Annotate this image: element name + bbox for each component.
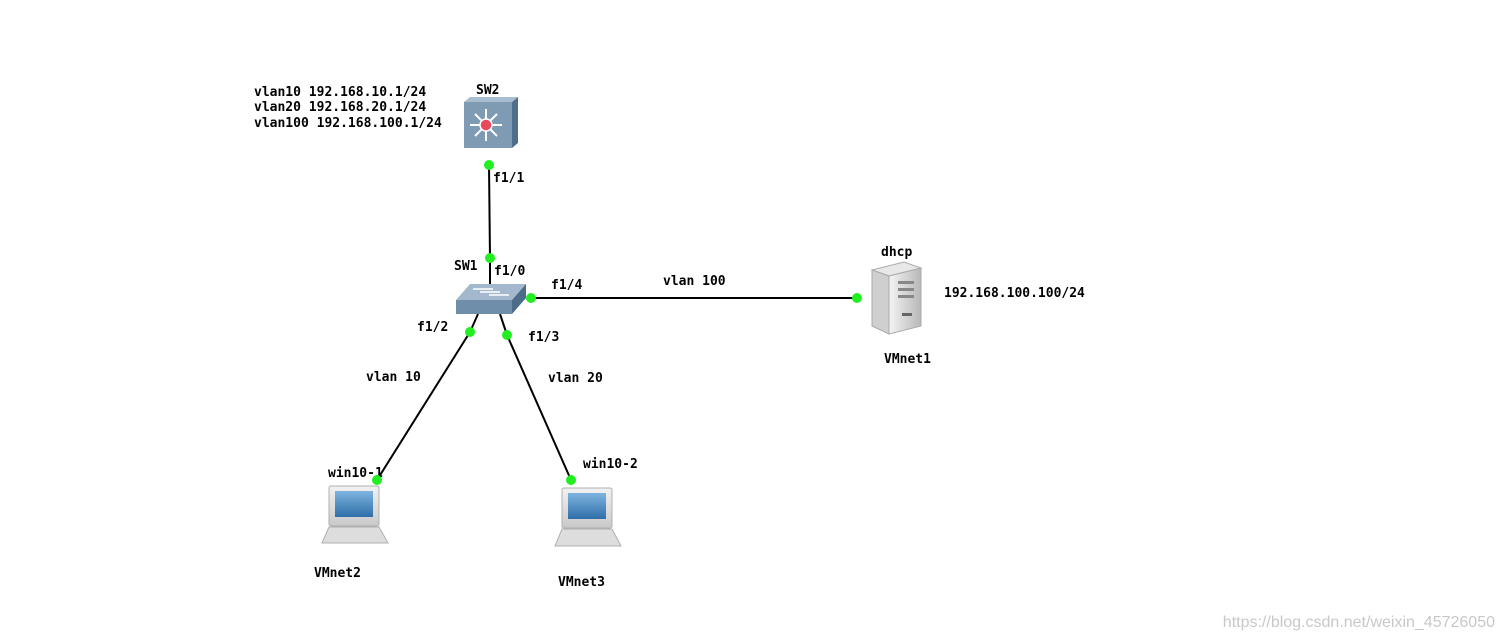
port-dot-sw1-f1-3[interactable] [502, 330, 512, 340]
win10-1-network-label: VMnet2 [314, 566, 361, 581]
win10-1-node[interactable]: win10-1 VMnet2 [314, 466, 389, 581]
link-sw2-sw1[interactable] [488, 164, 491, 259]
link-sw1-win10-2[interactable] [506, 334, 572, 481]
port-dot-sw1-f1-4[interactable] [526, 293, 536, 303]
port-dot-win10-1[interactable] [372, 475, 382, 485]
port-label-sw2-f1-1: f1/1 [493, 171, 524, 186]
link-label-vlan-10: vlan 10 [366, 370, 421, 385]
port-label-sw1-f1-4: f1/4 [551, 278, 582, 293]
sw1-node[interactable]: SW1 [454, 259, 526, 314]
laptop-icon [321, 485, 389, 544]
win10-2-node[interactable]: win10-2 VMnet3 [554, 457, 638, 590]
sw1-label: SW1 [454, 259, 478, 274]
dhcp-network-label: VMnet1 [884, 352, 931, 367]
port-dot-sw1-f1-2[interactable] [465, 327, 475, 337]
link-sw1-win10-1[interactable] [376, 331, 471, 481]
link-label-vlan-20: vlan 20 [548, 371, 603, 386]
sw2-vlan100-note: vlan100 192.168.100.1/24 [254, 116, 442, 131]
server-icon [870, 261, 923, 335]
sw2-vlan20-note: vlan20 192.168.20.1/24 [254, 100, 426, 115]
sw2-node[interactable]: SW2 [464, 83, 518, 148]
sw2-vlan10-note: vlan10 192.168.10.1/24 [254, 85, 426, 100]
port-dot-sw2-f1-1[interactable] [484, 160, 494, 170]
dhcp-node[interactable]: dhcp 192.168.100.100/24 VMnet1 [870, 245, 1085, 367]
port-dot-dhcp[interactable] [852, 293, 862, 303]
port-label-sw1-f1-0: f1/0 [494, 264, 525, 279]
link-label-vlan-100: vlan 100 [663, 274, 726, 289]
win10-2-label: win10-2 [583, 457, 638, 472]
port-label-sw1-f1-3: f1/3 [528, 330, 559, 345]
watermark: https://blog.csdn.net/weixin_45726050 [1223, 614, 1495, 631]
dhcp-ip-label: 192.168.100.100/24 [944, 286, 1085, 301]
sw2-label: SW2 [476, 83, 499, 98]
ethernet-switch-icon [456, 284, 526, 314]
port-dot-sw1-f1-0[interactable] [485, 253, 495, 263]
port-label-sw1-f1-2: f1/2 [417, 320, 448, 335]
laptop-icon [554, 487, 622, 547]
dhcp-label: dhcp [881, 245, 912, 260]
layer3-switch-icon [464, 97, 518, 148]
win10-1-label: win10-1 [328, 466, 383, 481]
port-dot-win10-2[interactable] [566, 475, 576, 485]
win10-2-network-label: VMnet3 [558, 575, 605, 590]
